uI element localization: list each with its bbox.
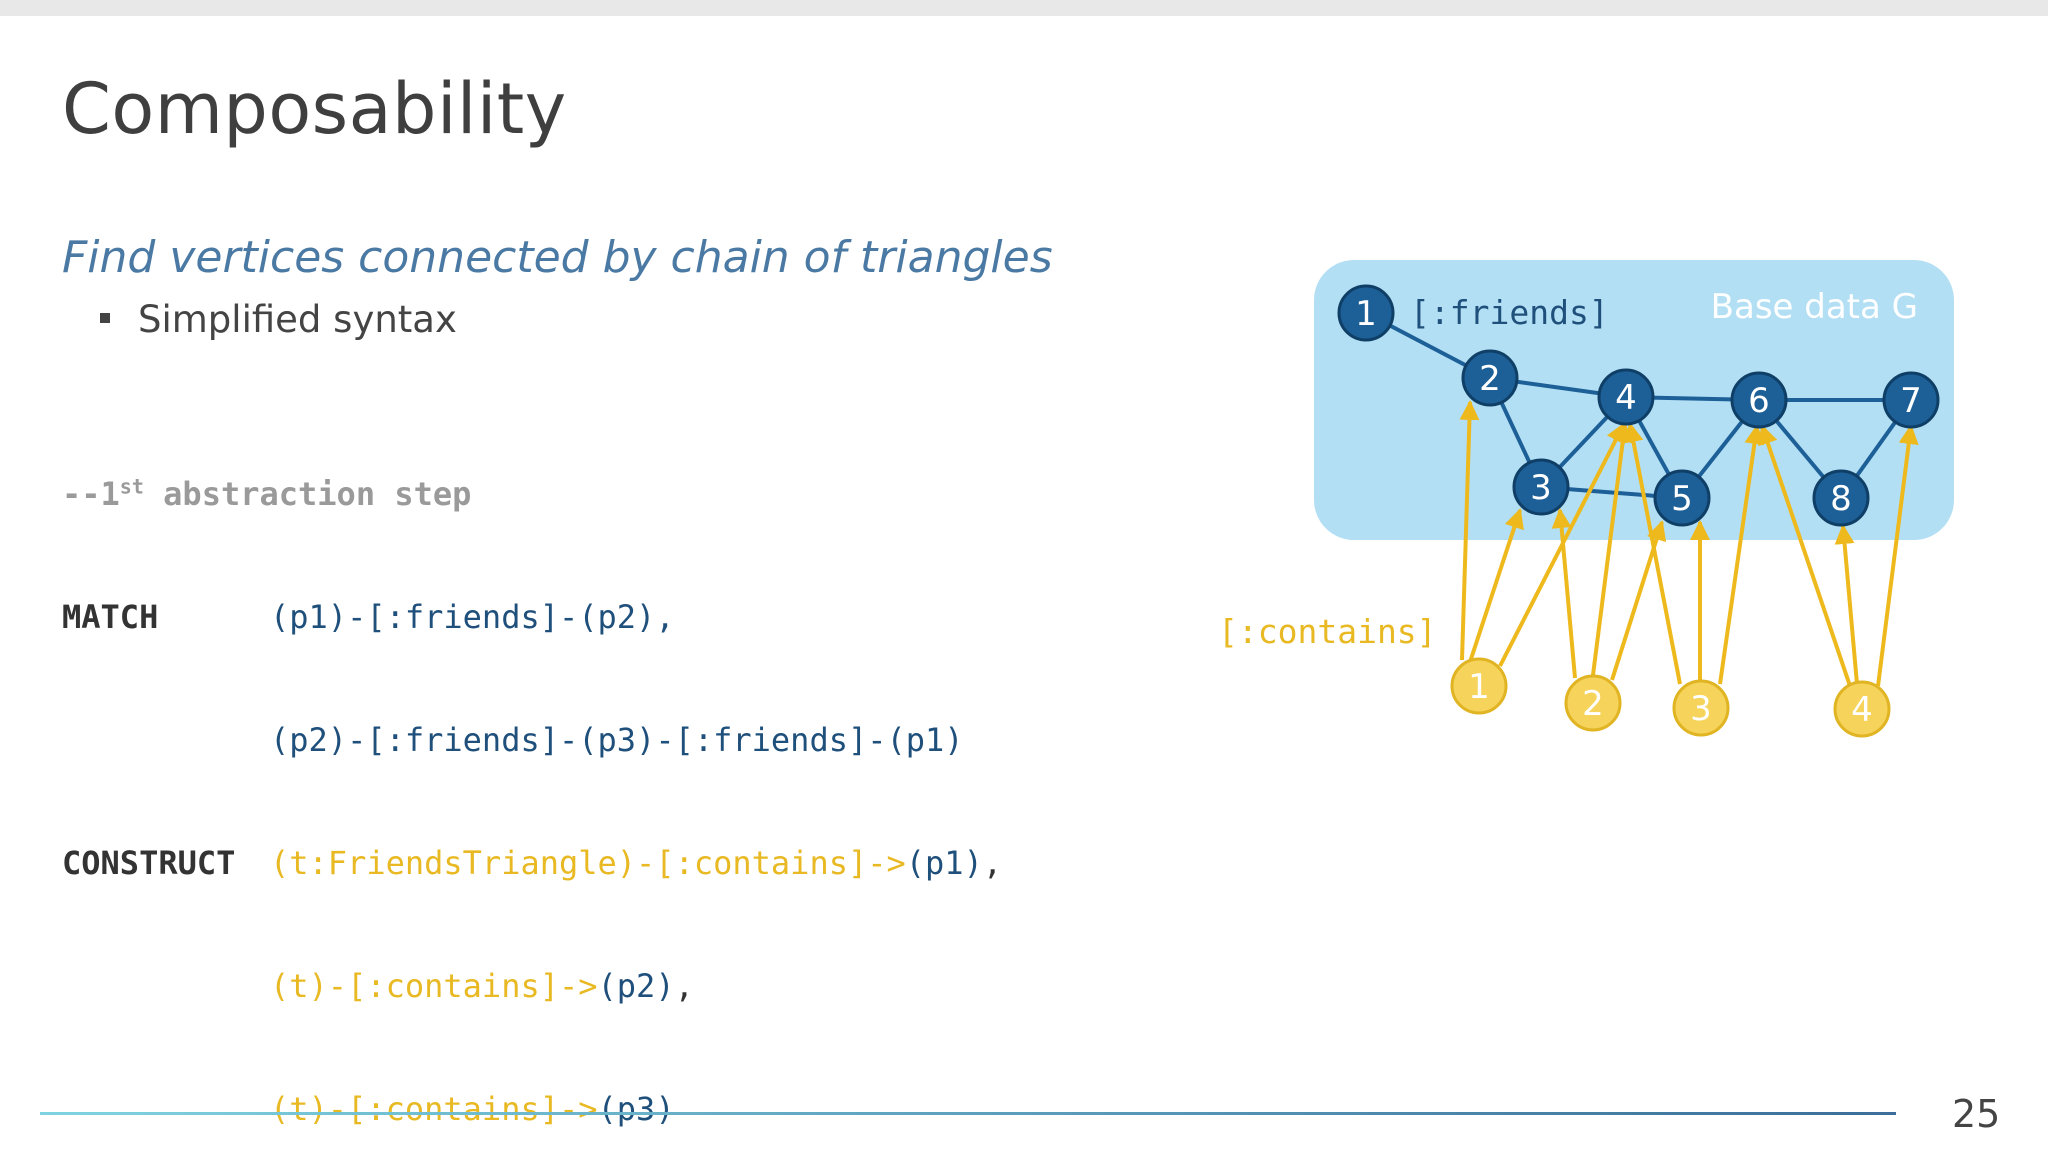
arrow-t3-p6 [1718, 424, 1765, 685]
base-node-7: 7 [1882, 371, 1940, 429]
triangle-nodes: 1 2 3 4 [1450, 657, 1891, 738]
base-node-1: 1 [1337, 284, 1395, 342]
svg-text:2: 2 [1582, 684, 1604, 724]
friends-label: [:friends] [1410, 293, 1609, 332]
code-construct-line-2: (t)-[:contains]->(p2), [270, 967, 694, 1005]
code-construct-line-1: CONSTRUCT(t:FriendsTriangle)-[:contains]… [62, 844, 1003, 882]
base-nodes: 1 2 3 4 5 6 7 8 [1337, 284, 1940, 527]
code-construct-line-3: (t)-[:contains]->(p3) [270, 1090, 675, 1128]
svg-text:4: 4 [1851, 690, 1873, 730]
svg-text:4: 4 [1615, 378, 1637, 418]
contains-arrows [1459, 400, 1919, 687]
arrow-t1-p3 [1468, 508, 1524, 663]
svg-text:3: 3 [1690, 689, 1712, 729]
base-node-3: 3 [1512, 458, 1570, 516]
svg-text:6: 6 [1748, 381, 1770, 421]
svg-text:1: 1 [1468, 667, 1490, 707]
base-node-2: 2 [1461, 349, 1519, 407]
slide-title: Composability [62, 68, 567, 150]
base-node-4: 4 [1597, 368, 1655, 426]
base-data-label: Base data G [1711, 287, 1918, 327]
arrow-t2-p3 [1551, 508, 1577, 679]
page-number: 25 [1952, 1092, 2001, 1136]
arrow-t2-p4 [1591, 422, 1633, 676]
slide-subtitle: Find vertices connected by chain of tria… [62, 232, 1053, 283]
base-node-5: 5 [1653, 469, 1711, 527]
code-block: --1st abstraction step MATCH(p1)-[:frien… [62, 392, 1002, 1171]
arrow-t4-p6 [1758, 424, 1852, 687]
footer-divider [40, 1112, 1896, 1115]
construct-keyword: CONSTRUCT [62, 844, 236, 882]
code-comment-line: --1st abstraction step [62, 474, 472, 513]
code-match-line-2: (p2)-[:friends]-(p3)-[:friends]-(p1) [270, 721, 964, 759]
arrow-t1-p2 [1459, 400, 1480, 661]
base-node-8: 8 [1812, 469, 1870, 527]
svg-text:3: 3 [1530, 468, 1552, 508]
svg-text:1: 1 [1355, 294, 1377, 334]
match-keyword: MATCH [62, 598, 159, 636]
triangle-node-1: 1 [1450, 657, 1508, 715]
triangle-node-3: 3 [1672, 679, 1730, 737]
svg-text:2: 2 [1479, 359, 1501, 399]
contains-label: [:contains] [1218, 612, 1437, 651]
triangle-node-4: 4 [1833, 680, 1891, 738]
arrow-t4-p8 [1834, 524, 1859, 685]
base-node-6: 6 [1730, 371, 1788, 429]
svg-text:8: 8 [1830, 479, 1852, 519]
bullet-square-icon [100, 312, 110, 323]
svg-text:5: 5 [1671, 479, 1693, 519]
triangle-node-2: 2 [1564, 674, 1622, 732]
bullet-item: Simplified syntax [100, 298, 457, 341]
top-bar [0, 0, 2048, 16]
arrow-t3-p4 [1623, 422, 1682, 685]
svg-text:7: 7 [1900, 381, 1922, 421]
code-match-line-1: MATCH(p1)-[:friends]-(p2), [62, 598, 675, 636]
bullet-text: Simplified syntax [138, 298, 457, 341]
arrow-t4-p7 [1876, 424, 1919, 687]
